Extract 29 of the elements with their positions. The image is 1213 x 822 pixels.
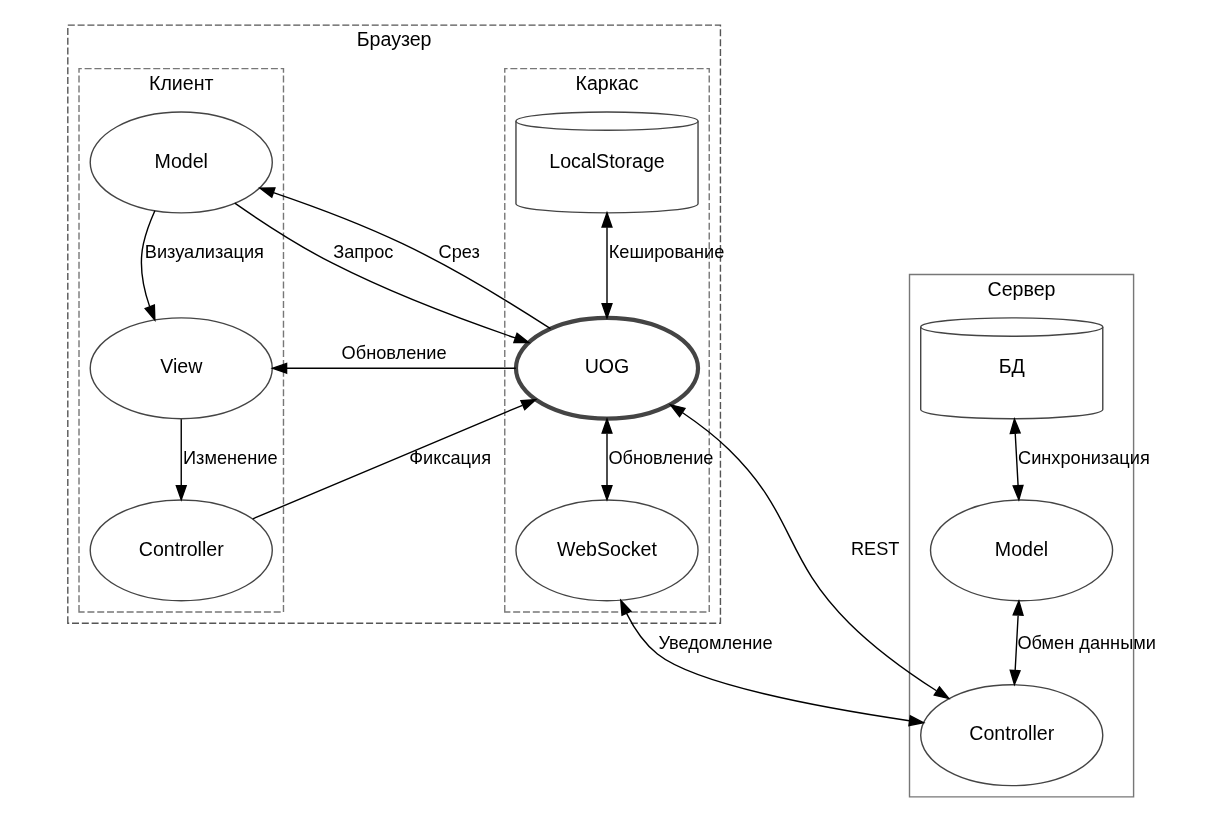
edge-label: Обновление (341, 343, 447, 364)
edge-label: Обновление (607, 448, 713, 469)
node-ellipse: Model (89, 111, 273, 214)
arrow (269, 362, 516, 375)
node-ellipse: WebSocket (514, 499, 699, 602)
edge-label: Уведомление (658, 632, 773, 653)
arrow (619, 598, 926, 727)
edge-label: Синхронизация (1017, 448, 1150, 469)
arrow (600, 417, 613, 502)
edge-label: Обмен данными (1016, 632, 1156, 653)
edge-label: Изменение (182, 448, 278, 469)
arrow (233, 202, 531, 344)
arrow (1008, 417, 1024, 502)
edge-label: Кеширование (608, 242, 724, 263)
arrow (257, 187, 551, 330)
arrow (251, 398, 538, 520)
arrow (1008, 598, 1024, 687)
arrow (174, 418, 187, 502)
edge-label: Срез (438, 242, 480, 263)
arrow (600, 210, 613, 320)
edge-label: Запрос (332, 242, 393, 263)
arrow (140, 210, 156, 322)
edge-label: Визуализация (144, 242, 264, 263)
arrow (668, 403, 950, 700)
edge-label: Фиксация (408, 448, 491, 469)
node-ellipse: Model (929, 499, 1113, 602)
node-ellipse: Controller (89, 499, 273, 602)
edge-label: REST (850, 539, 899, 560)
node-ellipse: View (89, 317, 273, 420)
